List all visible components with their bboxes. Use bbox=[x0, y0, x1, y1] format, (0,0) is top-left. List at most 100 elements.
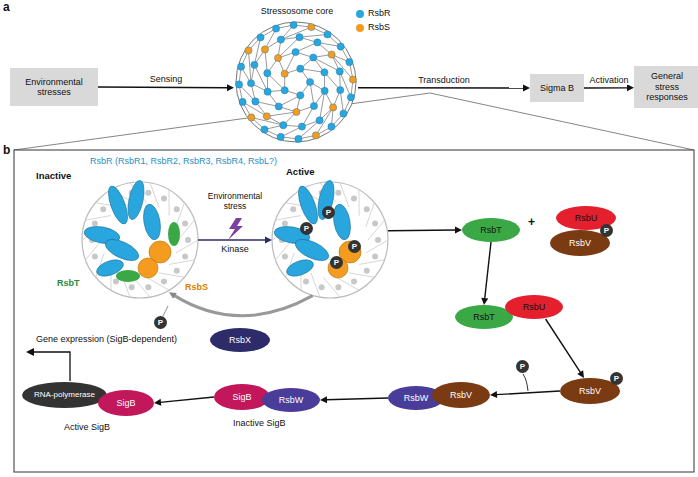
text-label: b bbox=[3, 144, 10, 158]
panel-frame bbox=[14, 150, 694, 472]
protein-dot bbox=[324, 31, 331, 38]
stressosome-node: Inactive bbox=[82, 182, 198, 298]
protein-dot bbox=[340, 110, 347, 117]
cage-edge bbox=[169, 190, 170, 216]
connector-line bbox=[98, 86, 228, 88]
protein-dot bbox=[280, 122, 287, 129]
cage-edge bbox=[332, 55, 353, 80]
node-heading: Active bbox=[286, 167, 326, 178]
cage-edge bbox=[299, 35, 327, 38]
cage-dot bbox=[161, 279, 167, 285]
cage-edge bbox=[359, 190, 360, 216]
text-label: Inactive SigB bbox=[233, 418, 286, 428]
node-heading: Inactive bbox=[36, 171, 86, 182]
connector-line bbox=[326, 398, 388, 400]
protein-dot bbox=[297, 65, 304, 72]
protein-dot bbox=[290, 21, 297, 28]
process-box: Sigma B bbox=[530, 74, 584, 102]
protein-dot bbox=[293, 108, 300, 115]
protein-dot bbox=[235, 81, 242, 88]
cage-edge bbox=[359, 260, 384, 265]
cage-dot bbox=[185, 237, 191, 243]
edge-label: Sensing bbox=[149, 74, 184, 84]
node-text: RsbW bbox=[275, 395, 308, 405]
connector-line bbox=[174, 295, 312, 315]
connector-line bbox=[485, 242, 491, 299]
cage-edge bbox=[249, 50, 252, 83]
cage-edge bbox=[311, 273, 320, 297]
cage-dot bbox=[129, 284, 135, 290]
cage-dot bbox=[372, 221, 378, 227]
cage-outline bbox=[236, 22, 356, 142]
cage-edge bbox=[169, 260, 194, 265]
phosphate-mark: P bbox=[322, 206, 335, 219]
rsbt-protein bbox=[116, 270, 140, 282]
connector bbox=[584, 84, 634, 91]
protein-ellipse: RsbT bbox=[462, 218, 520, 242]
protein-dot bbox=[257, 34, 264, 41]
arrow-head bbox=[627, 84, 634, 91]
node-text: RsbU bbox=[519, 302, 550, 312]
cage-dot bbox=[282, 253, 288, 259]
protein-dot bbox=[337, 87, 344, 94]
phosphate-mark: P bbox=[300, 222, 313, 235]
protein-dot bbox=[349, 76, 356, 83]
protein-dot bbox=[321, 87, 328, 94]
protein-ellipse: SigB bbox=[98, 390, 154, 416]
protein-dot bbox=[272, 25, 279, 32]
phosphate-mark: P bbox=[348, 240, 361, 253]
protein-dot bbox=[337, 43, 344, 50]
phosphate-mark: P bbox=[516, 360, 529, 373]
phosphate-mark: P bbox=[610, 372, 623, 385]
rsbr-protein bbox=[295, 184, 322, 226]
process-box: General stress responses bbox=[634, 66, 698, 108]
arrow-head bbox=[227, 84, 234, 91]
protein-dot bbox=[295, 135, 302, 142]
node-text: RsbT bbox=[469, 312, 499, 322]
protein-dot bbox=[277, 36, 284, 43]
connector-line bbox=[358, 87, 524, 89]
node-text: RsbV bbox=[565, 238, 595, 248]
arrow-head bbox=[26, 348, 34, 356]
arrow-head bbox=[320, 396, 327, 403]
phosphate-mark: P bbox=[330, 256, 343, 269]
connector bbox=[98, 84, 234, 91]
protein-dot bbox=[251, 61, 258, 68]
connector-line bbox=[546, 319, 581, 373]
cage-edge bbox=[320, 91, 325, 120]
phosphate-mark: P bbox=[154, 316, 167, 329]
edge-label: Transduction bbox=[417, 75, 471, 85]
connector bbox=[490, 391, 560, 398]
cage-edge bbox=[150, 183, 159, 207]
node-text: RsbT bbox=[476, 225, 506, 235]
legend-swatch bbox=[356, 24, 364, 32]
arrow-head bbox=[577, 370, 584, 378]
cage-dot bbox=[174, 206, 180, 212]
connector bbox=[169, 292, 313, 316]
node-text: RsbU bbox=[571, 213, 602, 223]
edge-label: Kinase bbox=[220, 244, 250, 254]
protein-dot bbox=[274, 54, 281, 61]
cage-edge bbox=[316, 107, 333, 135]
lightning-bolt bbox=[228, 218, 243, 240]
protein-dot bbox=[263, 113, 270, 120]
text-label: RsbT bbox=[56, 278, 81, 288]
protein-dot bbox=[261, 46, 268, 53]
node-text: SigB bbox=[112, 398, 139, 408]
cage-edge bbox=[85, 216, 110, 221]
rsbr-protein bbox=[141, 203, 163, 241]
protein-dot bbox=[281, 70, 288, 77]
connector-line bbox=[388, 229, 456, 231]
arrow-head bbox=[490, 391, 497, 398]
connector-line bbox=[160, 397, 214, 402]
cage-dot bbox=[92, 221, 98, 227]
node-text: RNA-polymerase bbox=[30, 390, 99, 399]
cage-edge bbox=[159, 273, 184, 277]
protein-dot bbox=[252, 98, 259, 105]
protein-dot bbox=[281, 87, 288, 94]
stressosome-node: Stressosome core bbox=[234, 22, 358, 146]
cage-dot bbox=[372, 253, 378, 259]
cage-dot bbox=[161, 195, 167, 201]
protein-dot bbox=[321, 69, 328, 76]
